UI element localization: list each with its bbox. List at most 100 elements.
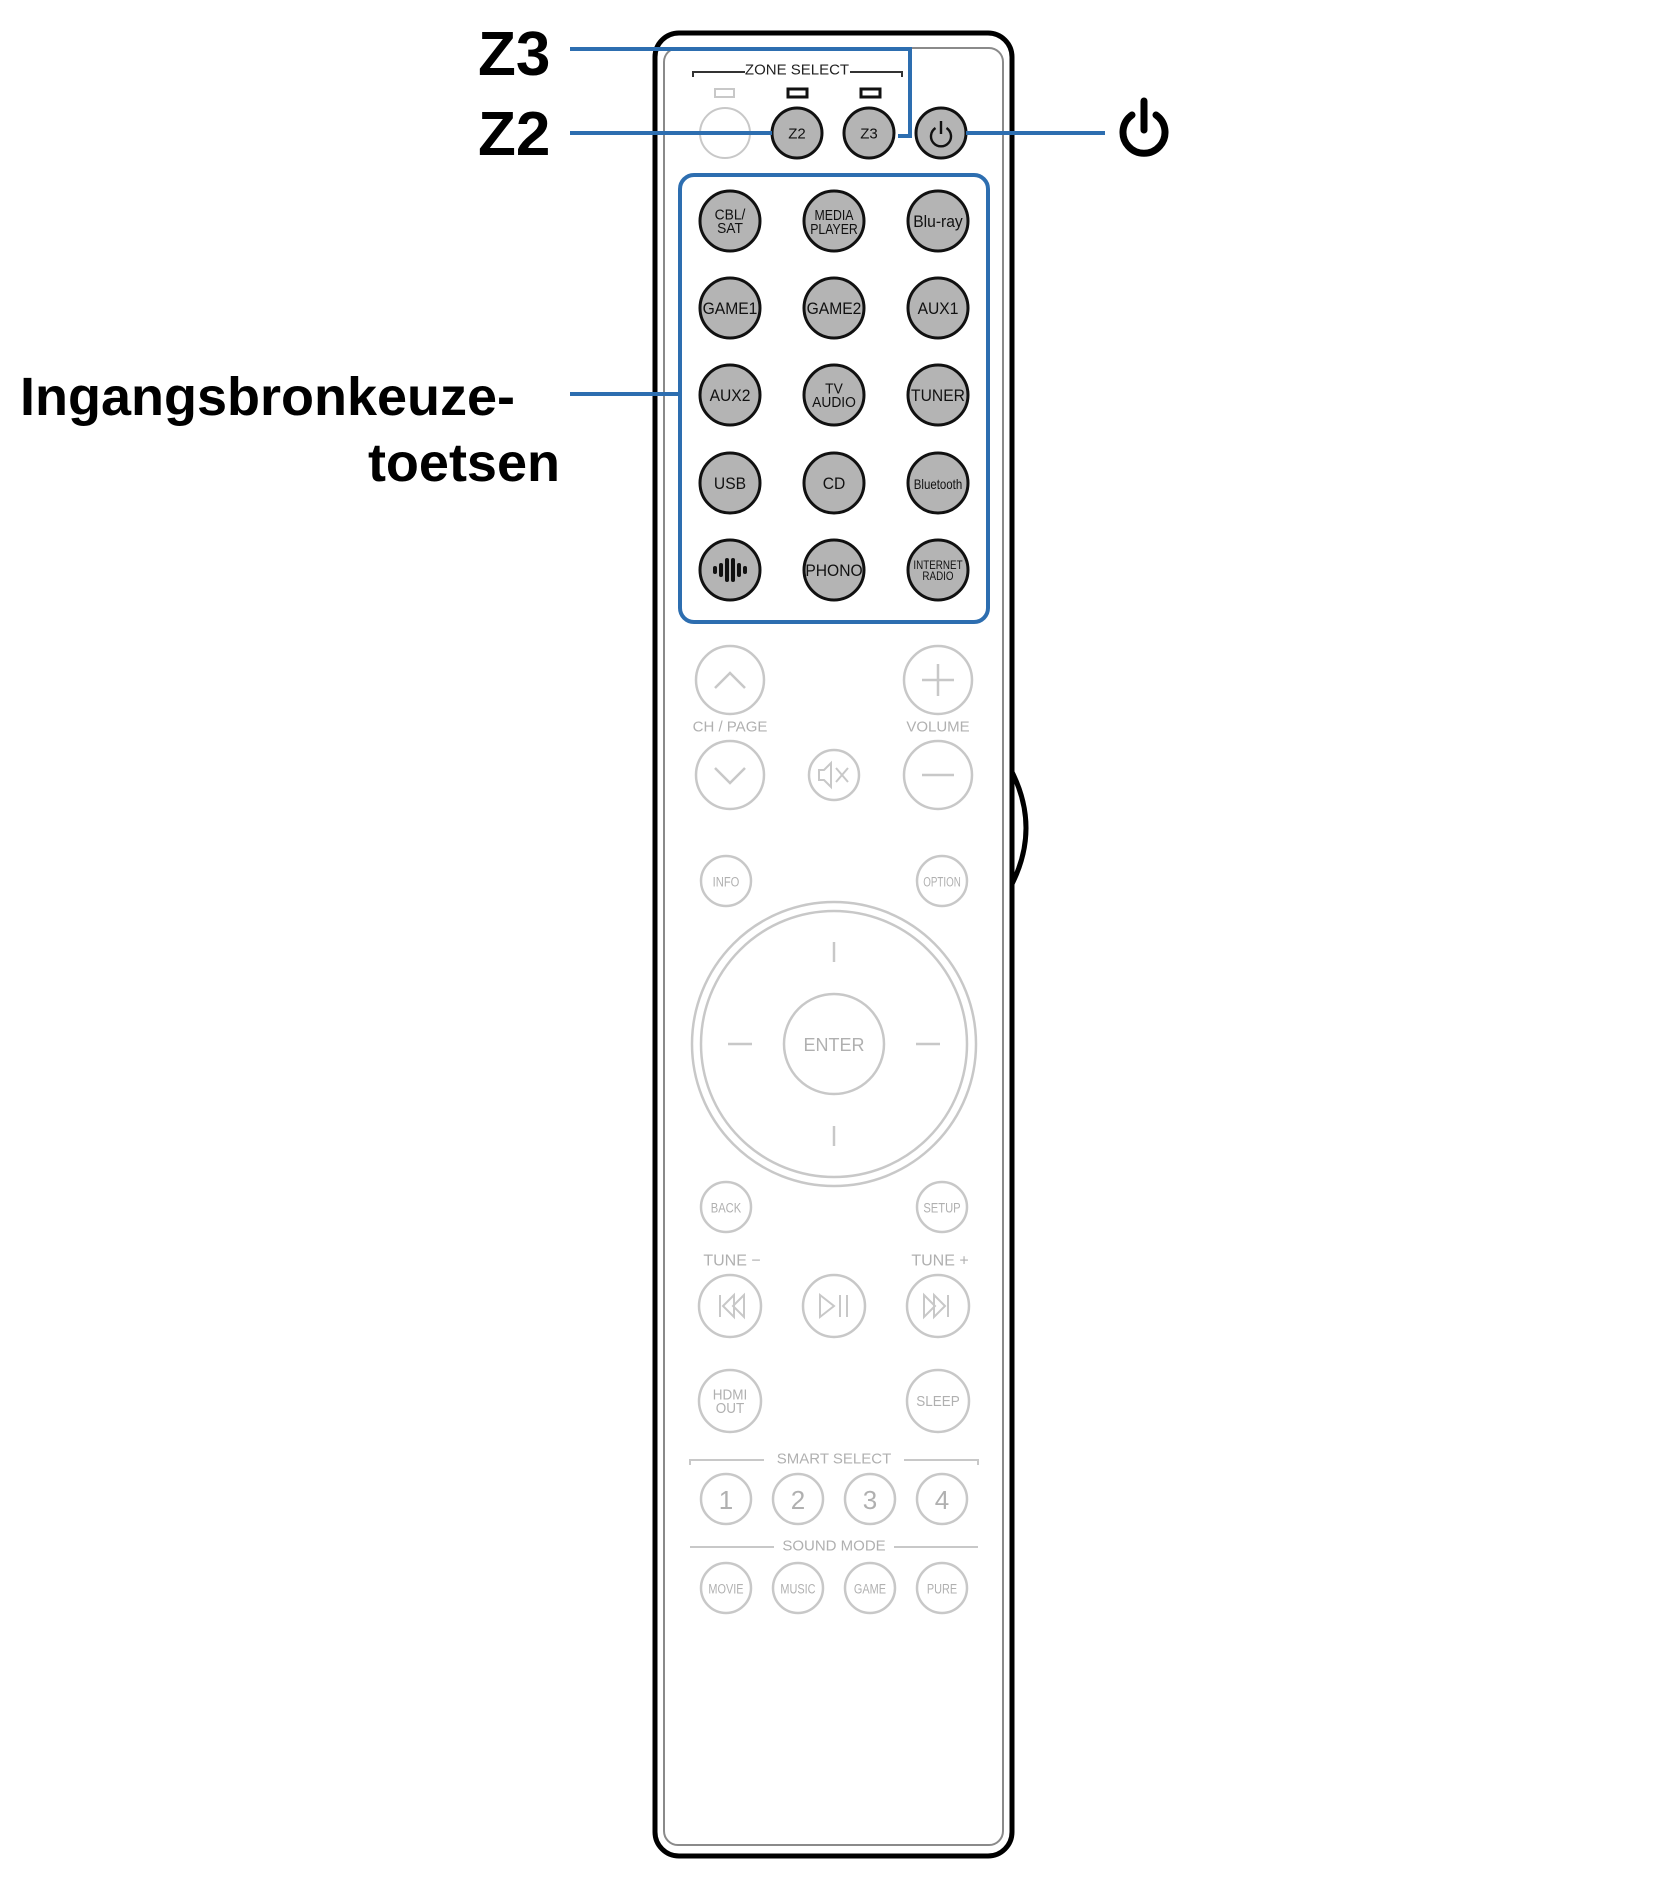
input-heos-button[interactable] xyxy=(698,538,762,602)
input-button-label-line2: AUDIO xyxy=(812,395,856,412)
button-circle xyxy=(782,992,886,1096)
input-button-label-line2: RADIO xyxy=(922,570,953,583)
zone-select-bracket-right xyxy=(850,71,903,77)
button-label: INFO xyxy=(713,874,740,889)
sound-mode-game-button[interactable]: GAME xyxy=(843,1561,897,1615)
input-button-label: PHONO xyxy=(805,562,862,581)
input-bluetooth-button[interactable]: Bluetooth xyxy=(906,451,970,515)
zone-button-label: Z3 xyxy=(860,126,878,143)
button-circle xyxy=(699,1561,753,1615)
play-pause-button[interactable] xyxy=(801,1273,867,1339)
input-cbl-sat-button[interactable]: CBL/SAT xyxy=(698,189,762,253)
input-blu-ray-button[interactable]: Blu-ray xyxy=(906,189,970,253)
zone-z2-button[interactable]: Z2 xyxy=(770,106,824,160)
button-label: SETUP xyxy=(923,1200,960,1215)
previous-track-button[interactable] xyxy=(697,1273,763,1339)
enter-label: ENTER xyxy=(803,1035,864,1055)
smart-select-label: SMART SELECT xyxy=(777,1451,891,1468)
sound-mode-pure-button[interactable]: PURE xyxy=(915,1561,969,1615)
input-game2-button[interactable]: GAME2 xyxy=(802,276,866,340)
input-aux2-button[interactable]: AUX2 xyxy=(698,363,762,427)
button-label-line2: OUT xyxy=(716,1400,745,1417)
z2-callout-label: Z2 xyxy=(478,100,551,169)
input-buttons-highlight-box xyxy=(678,173,990,624)
input-button-label: CD xyxy=(823,475,846,494)
button-label-line1: HDMI xyxy=(713,1387,747,1404)
tune-plus-label: TUNE + xyxy=(911,1253,968,1270)
input-tuner-button[interactable]: TUNER xyxy=(906,363,970,427)
button-circle xyxy=(905,1273,971,1339)
z3-indicator xyxy=(859,87,882,99)
input-button-circle xyxy=(802,363,866,427)
heos-icon-bar xyxy=(743,566,747,574)
input-button-circle xyxy=(906,189,970,253)
smart-select-bracket-left xyxy=(689,1459,764,1465)
ch-page-up-button[interactable] xyxy=(694,644,766,716)
input-button-circle xyxy=(698,363,762,427)
zone-select-bracket-left xyxy=(692,71,745,77)
button-circle xyxy=(771,1561,825,1615)
play-pause-icon xyxy=(819,1292,848,1320)
input-button-label-line1: MEDIA xyxy=(815,207,855,223)
enter-button[interactable]: ENTER xyxy=(782,992,886,1096)
heos-icon-bar xyxy=(737,563,741,577)
next-track-button[interactable] xyxy=(905,1273,971,1339)
z3-callout-label: Z3 xyxy=(478,20,551,89)
button-circle xyxy=(915,1180,969,1234)
sound-mode-movie-button[interactable]: MOVIE xyxy=(699,1561,753,1615)
volume-down-button[interactable] xyxy=(902,739,974,811)
smart-select-4-button[interactable]: 4 xyxy=(915,1472,969,1526)
input-button-circle xyxy=(698,276,762,340)
button-circle xyxy=(699,854,753,908)
button-circle xyxy=(915,1561,969,1615)
input-button-circle xyxy=(906,451,970,515)
input-cd-button[interactable]: CD xyxy=(802,451,866,515)
input-buttons-callout-label: Ingangsbronkeuze- toetsen xyxy=(20,364,560,496)
sound-mode-music-button[interactable]: MUSIC xyxy=(771,1561,825,1615)
button-circle xyxy=(905,1368,971,1434)
ch-page-label: CH / PAGE xyxy=(693,719,768,736)
input-game1-button[interactable]: GAME1 xyxy=(698,276,762,340)
smart-select-1-button[interactable]: 1 xyxy=(699,1472,753,1526)
speaker-mute-icon xyxy=(818,760,832,790)
smart-select-3-button[interactable]: 3 xyxy=(843,1472,897,1526)
zone-z3-button[interactable]: Z3 xyxy=(842,106,896,160)
button-circle xyxy=(699,1472,753,1526)
mute-button[interactable] xyxy=(807,748,861,802)
volume-up-button[interactable] xyxy=(902,644,974,716)
input-button-label-line1: CBL/ xyxy=(715,207,746,224)
previous-icon xyxy=(719,1292,745,1320)
heos-icon-bar xyxy=(725,558,729,582)
input-button-circle xyxy=(698,538,762,602)
input-aux1-button[interactable]: AUX1 xyxy=(906,276,970,340)
ch-page-down-button[interactable] xyxy=(694,739,766,811)
button-label: GAME xyxy=(854,1581,886,1597)
input-button-label-line2: SAT xyxy=(717,221,743,238)
sound-mode-label: SOUND MODE xyxy=(782,1538,885,1555)
smart-select-2-button[interactable]: 2 xyxy=(771,1472,825,1526)
button-label: 4 xyxy=(935,1485,949,1515)
info-button[interactable]: INFO xyxy=(699,854,753,908)
back-button[interactable]: BACK xyxy=(699,1180,753,1234)
button-circle xyxy=(915,854,969,908)
option-button[interactable]: OPTION xyxy=(915,854,969,908)
input-usb-button[interactable]: USB xyxy=(698,451,762,515)
button-label: MOVIE xyxy=(708,1581,743,1597)
input-button-label: GAME2 xyxy=(807,300,862,319)
chevron-down-icon xyxy=(714,767,746,785)
input-button-circle xyxy=(698,189,762,253)
input-phono-button[interactable]: PHONO xyxy=(802,538,866,602)
setup-button[interactable]: SETUP xyxy=(915,1180,969,1234)
input-button-label-line1: INTERNET xyxy=(913,559,962,572)
button-label: OPTION xyxy=(923,874,961,890)
power-icon xyxy=(929,121,953,148)
z2-indicator xyxy=(786,87,809,99)
power-button[interactable] xyxy=(914,106,968,160)
mute-x-icon xyxy=(835,767,849,783)
sleep-button[interactable]: SLEEP xyxy=(905,1368,971,1434)
